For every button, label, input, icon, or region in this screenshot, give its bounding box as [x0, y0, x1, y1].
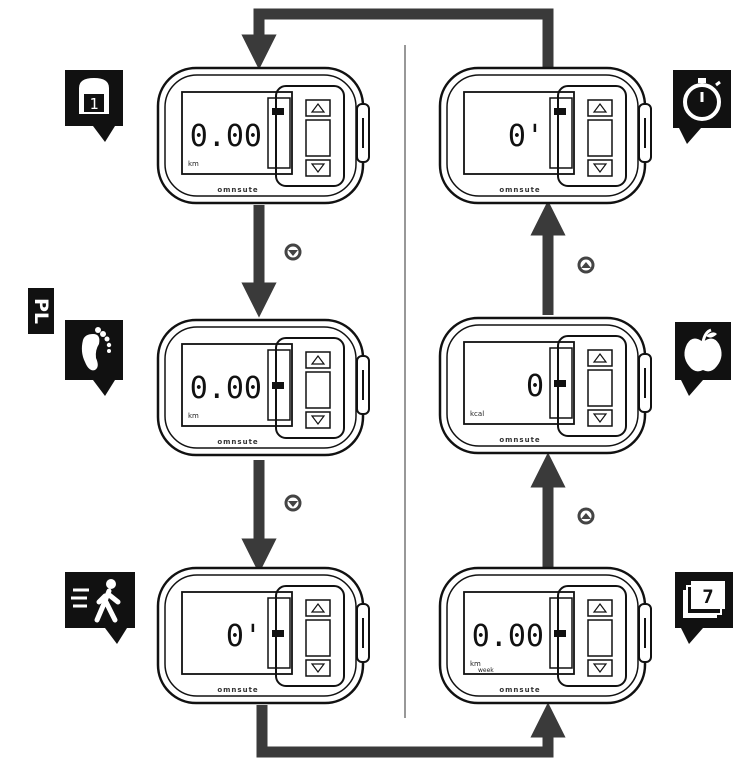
- pedometer-device-distance-today: 0.00 km omnsute: [156, 66, 370, 205]
- lcd-reading: 0': [226, 619, 262, 654]
- arrow-top-loop: [241, 8, 554, 70]
- lcd-reading: 0.00: [472, 619, 544, 654]
- mode-indicator: [272, 108, 284, 115]
- devices: 0.00 km omnsute 0.00 km omnsute 0' omnsute 0' omn…: [156, 66, 652, 705]
- lcd-unit: kcal: [470, 410, 484, 418]
- brand-logo: omnsute: [217, 186, 258, 194]
- week-number: 7: [702, 586, 713, 608]
- calendar-7-icon: 7: [675, 572, 733, 644]
- button-indicators: [284, 243, 595, 525]
- center-button[interactable]: [305, 619, 331, 657]
- walking-person-icon: [65, 572, 135, 644]
- center-button[interactable]: [587, 119, 613, 157]
- pedometer-device-steps: 0.00 km omnsute: [156, 318, 370, 457]
- mode-indicator: [554, 630, 566, 637]
- mode-indicator: [272, 630, 284, 637]
- lcd-unit-secondary: week: [478, 667, 494, 674]
- brand-logo: omnsute: [499, 436, 540, 444]
- center-button[interactable]: [305, 119, 331, 157]
- brand-logo: omnsute: [499, 186, 540, 194]
- flow-arrows: [241, 8, 566, 758]
- pedometer-device-calories: 0 kcal omnsute: [438, 316, 652, 455]
- lcd-reading: 0: [526, 369, 544, 404]
- day-number: 1: [89, 95, 98, 113]
- lcd-reading: 0.00: [190, 371, 262, 406]
- center-button[interactable]: [305, 371, 331, 409]
- center-button[interactable]: [587, 619, 613, 657]
- lcd-reading: 0.00: [190, 119, 262, 154]
- mode-indicator: [272, 382, 284, 389]
- lcd-reading: 0': [508, 119, 544, 154]
- footprint-icon: [65, 320, 123, 396]
- lcd-unit: km: [188, 412, 199, 420]
- mode-indicator: [554, 380, 566, 387]
- pedometer-device-activity-time: 0' omnsute: [156, 566, 370, 705]
- pedometer-device-stopwatch: 0' omnsute: [438, 66, 652, 205]
- stopwatch-icon: [673, 70, 731, 144]
- arrow-bottom-loop: [256, 702, 566, 758]
- language-label: PL: [28, 288, 54, 334]
- mode-indicator: [554, 108, 566, 115]
- brand-logo: omnsute: [499, 686, 540, 694]
- brand-logo: omnsute: [217, 686, 258, 694]
- apple-icon: [675, 322, 731, 396]
- lcd-unit: km: [188, 160, 199, 168]
- lcd-unit: km: [470, 660, 481, 668]
- center-button[interactable]: [587, 369, 613, 407]
- day-1-icon: 1: [65, 70, 123, 142]
- brand-logo: omnsute: [217, 438, 258, 446]
